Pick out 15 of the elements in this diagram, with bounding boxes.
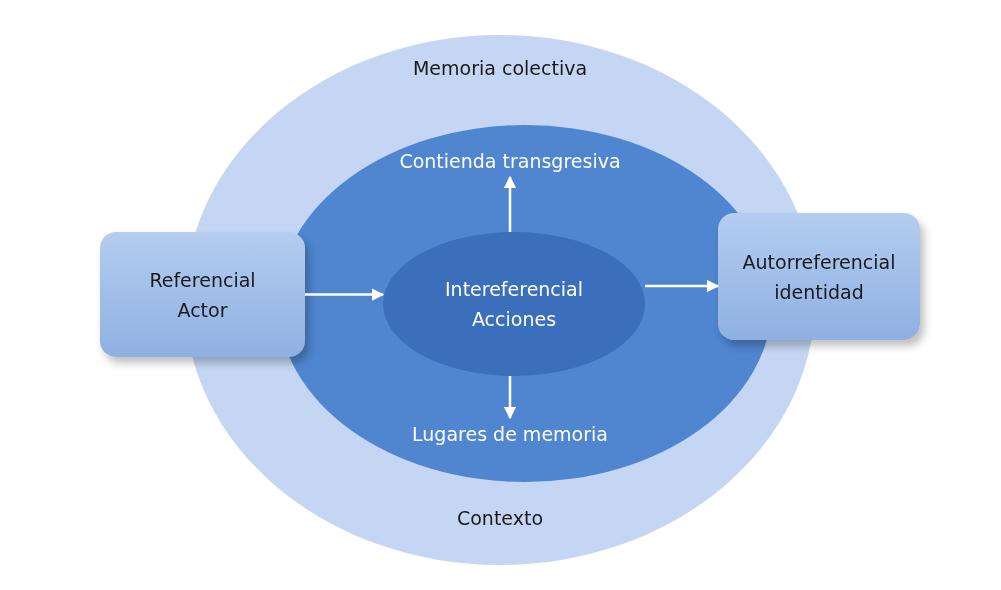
- ellipse-label: Memoria colectiva: [412, 57, 588, 79]
- box-label: identidad: [774, 279, 864, 305]
- rounded-box: [718, 213, 920, 340]
- arrow: [645, 279, 720, 293]
- box-label: Referencial: [149, 267, 256, 293]
- box-label: Autorreferencial: [742, 249, 896, 275]
- ellipse-label: Contexto: [456, 507, 544, 529]
- box-label: Actor: [177, 297, 228, 323]
- arrow: [503, 376, 517, 420]
- ellipse-label: Intereferencial Acciones: [445, 277, 583, 332]
- rounded-box: [100, 232, 305, 357]
- text-label: Lugares de memoria: [412, 423, 608, 445]
- text-label: Contienda transgresiva: [399, 150, 621, 172]
- arrow: [503, 175, 517, 232]
- arrow: [305, 288, 385, 301]
